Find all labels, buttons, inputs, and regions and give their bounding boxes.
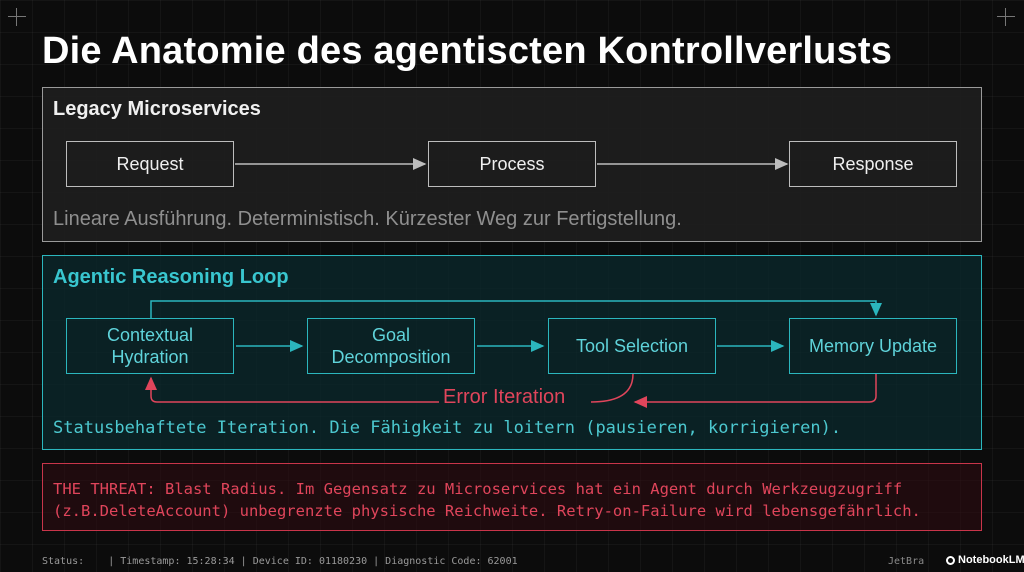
agentic-panel-heading: Agentic Reasoning Loop (53, 266, 289, 288)
jetbrains-watermark: JetBra (888, 556, 925, 567)
page-title: Die Anatomie des agentiscten Kontrollver… (42, 30, 893, 72)
threat-panel: THE THREAT: Blast Radius. Im Gegensatz z… (42, 463, 982, 531)
response-step-box: Response (789, 141, 957, 187)
arrow-hydration-loop-to-memory (150, 300, 882, 318)
goal-decomposition-box: Goal Decomposition (307, 318, 475, 374)
arrow-error-to-hydration (145, 376, 439, 403)
memory-update-box: Memory Update (789, 318, 957, 374)
notebooklm-icon (946, 555, 955, 565)
error-iteration-label: Error Iteration (443, 386, 566, 408)
notebooklm-logo: NotebookLM (946, 554, 1024, 566)
agentic-flow-arrows (145, 300, 882, 408)
request-step-box: Request (66, 141, 234, 187)
agentic-reasoning-loop-panel: Agentic Reasoning Loop Contextual Hydrat… (42, 255, 982, 450)
agentic-caption: Statusbehaftete Iteration. Die Fähigkeit… (53, 418, 842, 438)
arrow-memory-error-return (633, 374, 877, 408)
threat-text: THE THREAT: Blast Radius. Im Gegensatz z… (53, 480, 921, 520)
legacy-caption: Lineare Ausführung. Deterministisch. Kür… (53, 208, 682, 230)
process-step-box: Process (428, 141, 596, 187)
status-bar: Status: | Timestamp: 15:28:34 | Device I… (42, 556, 518, 567)
legacy-flow-arrows (235, 158, 789, 170)
arrow-tool-error-return (590, 373, 634, 403)
corner-mark-top-right (997, 8, 1015, 26)
tool-selection-box: Tool Selection (548, 318, 716, 374)
legacy-panel-heading: Legacy Microservices (53, 98, 261, 120)
legacy-microservices-panel: Legacy Microservices Request Process Res… (42, 87, 982, 242)
contextual-hydration-box: Contextual Hydration (66, 318, 234, 374)
notebooklm-label: NotebookLM (958, 554, 1024, 566)
corner-mark-top-left (8, 8, 26, 26)
